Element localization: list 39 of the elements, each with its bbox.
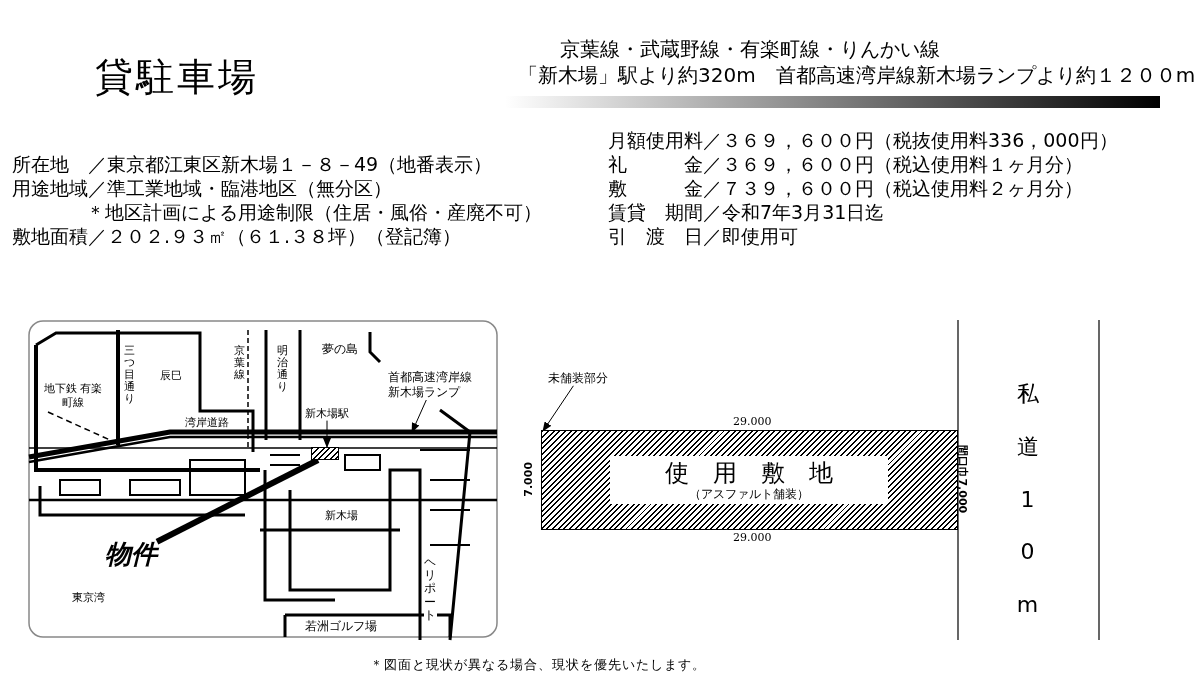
map-label: 若洲ゴルフ場 (305, 620, 377, 634)
header-text: 京葉線・武蔵野線・有楽町線・りんかい線 (560, 38, 940, 61)
property-label: 物件 (105, 540, 157, 570)
map-label: 京葉線 (234, 345, 246, 382)
arrow (411, 399, 427, 433)
leader-text: 未舗装部分 (548, 372, 608, 386)
dimension-text: 29.000 (733, 416, 772, 429)
info-text: 所在地 ／東京都江東区新木場１－８－49（地番表示） (12, 154, 493, 176)
arrow (323, 420, 331, 448)
map-label: 新木場 (325, 510, 358, 523)
paved-area (610, 456, 888, 504)
hatched-site-area (541, 430, 958, 530)
map-label: ヘリポート (424, 556, 437, 622)
info-text: 礼 金／３６９，６００円（税込使用料１ヶ月分） (608, 154, 1083, 176)
map-label: 夢の島 (322, 343, 358, 357)
map-label: 東京湾 (72, 592, 105, 605)
map-label: 湾岸道路 (185, 417, 229, 430)
info-text: 賃貸 期間／令和7年3月31日迄 (608, 202, 885, 224)
area-note: （アスファルト舗装） (688, 487, 810, 502)
map-label: 三つ目通り (124, 345, 136, 406)
station-label: 新木場駅 (305, 408, 349, 421)
map-label: 明治通り (277, 345, 289, 394)
dimension-text: 29.000 (733, 532, 772, 545)
page-title: 貸駐車場 (95, 56, 259, 100)
info-text: ＊地区計画による用途制限（住居・風俗・産廃不可） (86, 202, 542, 224)
info-text: 月額使用料／３６９，６００円（税抜使用料336，000円） (608, 130, 1118, 152)
map-label: 辰巳 (160, 370, 182, 383)
area-title: 使 用 敷 地 (664, 460, 834, 488)
property-block (311, 447, 339, 460)
map-label: 地下鉄 有楽町線 (42, 382, 104, 411)
header-text: 「新木場」駅より約320m 首都高速湾岸線新木場ランプより約１２００m (518, 64, 1196, 87)
road-label: 私道10m (1016, 380, 1040, 620)
leader-line (542, 385, 574, 432)
footnote: ＊図面と現状が異なる場合、現状を優先いたします。 (370, 658, 706, 673)
info-text: 引 渡 日／即使用可 (608, 226, 798, 248)
info-text: 用途地域／準工業地域・臨港地区（無分区） (12, 178, 392, 200)
info-text: 敷地面積／２０２.９３㎡（６１.３８坪）（登記簿） (12, 226, 462, 248)
dimension-text: 7.000 (523, 461, 536, 497)
info-text: 敷 金／７３９，６００円（税込使用料２ヶ月分） (608, 178, 1083, 200)
